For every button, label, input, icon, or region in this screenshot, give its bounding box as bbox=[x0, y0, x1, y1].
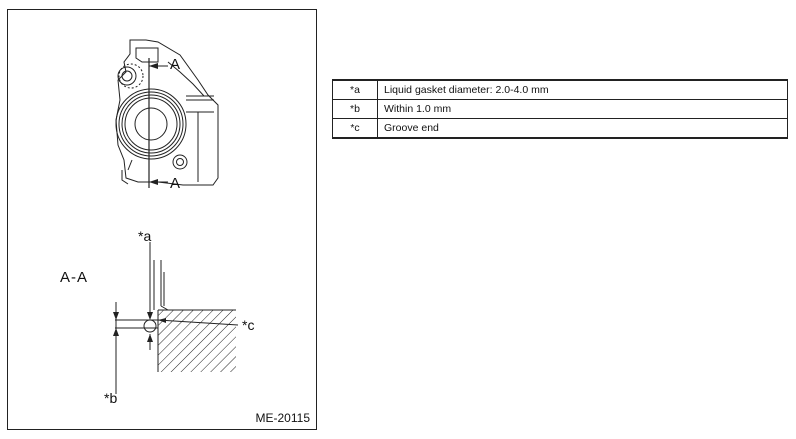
section-marker-bottom: A bbox=[170, 175, 181, 192]
legend-text: Liquid gasket diameter: 2.0-4.0 mm bbox=[377, 79, 788, 100]
legend-text: Within 1.0 mm bbox=[377, 99, 788, 119]
callout-a: *a bbox=[138, 228, 152, 244]
legend-row: *c Groove end bbox=[332, 118, 788, 139]
callout-c: *c bbox=[242, 317, 255, 333]
figure-panel: A A A-A *a *b *c ME-20115 bbox=[7, 9, 317, 430]
legend-table: *a Liquid gasket diameter: 2.0-4.0 mm *b… bbox=[332, 79, 788, 139]
legend-key: *b bbox=[332, 99, 378, 119]
illustration bbox=[113, 39, 239, 394]
component-top-view bbox=[115, 39, 219, 188]
legend-text: Groove end bbox=[377, 118, 788, 139]
callout-b: *b bbox=[104, 390, 118, 406]
section-view bbox=[113, 242, 239, 394]
legend-row: *b Within 1.0 mm bbox=[332, 99, 788, 119]
section-label: A-A bbox=[60, 269, 89, 286]
legend-key: *c bbox=[332, 118, 378, 139]
section-marker-top: A bbox=[170, 56, 181, 73]
legend-row: *a Liquid gasket diameter: 2.0-4.0 mm bbox=[332, 79, 788, 100]
figure-code: ME-20115 bbox=[255, 411, 310, 425]
legend-key: *a bbox=[332, 79, 378, 100]
